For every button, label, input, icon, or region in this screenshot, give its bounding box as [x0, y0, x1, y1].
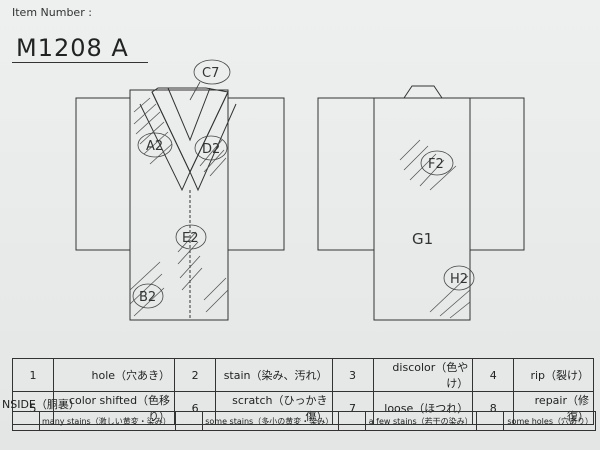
legend-label: hole（穴あき）: [52, 358, 176, 392]
front-body: [129, 89, 229, 321]
back-hatching: [399, 139, 471, 319]
legend-number: 1: [12, 358, 54, 392]
mark-b2: B2: [139, 290, 156, 305]
back-marks: [420, 150, 475, 291]
stain-checkbox: [337, 411, 366, 431]
back-left-sleeve: [317, 97, 375, 251]
mark-d2: D2: [202, 142, 220, 157]
kimono-back: [317, 85, 525, 321]
legend-number: 4: [472, 358, 515, 392]
mark-d2-circle: [194, 135, 228, 161]
collar-band-right: [189, 91, 237, 192]
legend-label: rip（裂け）: [513, 358, 594, 392]
inside-stain-table: many stains（激しい黄変・染み） some stains（多小の黄変・…: [12, 411, 597, 431]
mark-a2-circle: [137, 132, 173, 158]
legend-label: stain（染み、汚れ）: [215, 358, 333, 392]
legend-number: 3: [331, 358, 374, 392]
mark-h2: H2: [450, 272, 468, 287]
front-left-sleeve: [75, 97, 131, 251]
legend-label: discolor（色やけ）: [372, 358, 474, 392]
stain-level-label: some stains（多小の黄変・染み）: [202, 411, 339, 431]
front-marks: [132, 59, 231, 309]
stain-checkbox: [175, 411, 204, 431]
mark-f2: F2: [428, 157, 444, 172]
item-number-underline: [12, 62, 148, 63]
mark-g1: G1: [412, 230, 433, 248]
mark-e2-circle: [175, 224, 207, 250]
mark-c7-circle: [193, 59, 231, 85]
collar-band-left: [139, 91, 191, 192]
legend-row: 1 hole（穴あき） 2 stain（染み、汚れ） 3 discolor（色や…: [12, 358, 594, 392]
back-collar: [403, 85, 443, 99]
back-body: [373, 97, 471, 321]
kimono-front: [75, 87, 285, 321]
front-right-sleeve: [227, 97, 285, 251]
mark-e2: E2: [182, 231, 199, 246]
front-hatching: [129, 97, 229, 317]
mark-a2: A2: [146, 139, 163, 154]
inside-lining-label: NSIDE（胴裏）: [2, 398, 80, 411]
stain-checkbox: [475, 411, 504, 431]
collar-inner: [167, 87, 211, 142]
mark-h2-circle: [443, 265, 475, 291]
stain-row: many stains（激しい黄変・染み） some stains（多小の黄変・…: [12, 411, 597, 431]
stain-level-label: a few stains（若干の染み）: [364, 411, 477, 431]
legend-number: 2: [174, 358, 217, 392]
mark-f2-circle: [420, 150, 454, 176]
item-number-value: M1208 A: [16, 34, 129, 62]
mark-b2-circle: [132, 283, 164, 309]
kimono-diagram: C7 A2 D2 E2 B2 F2 G1 H2: [75, 59, 525, 321]
mark-c7: C7: [202, 66, 219, 81]
stain-level-label: many stains（激しい黄変・染み）: [38, 411, 177, 431]
item-number-label: Item Number :: [12, 6, 92, 19]
stain-checkbox: [12, 411, 40, 431]
back-right-sleeve: [469, 97, 525, 251]
stain-level-label: some holes（穴あり）: [502, 411, 597, 431]
